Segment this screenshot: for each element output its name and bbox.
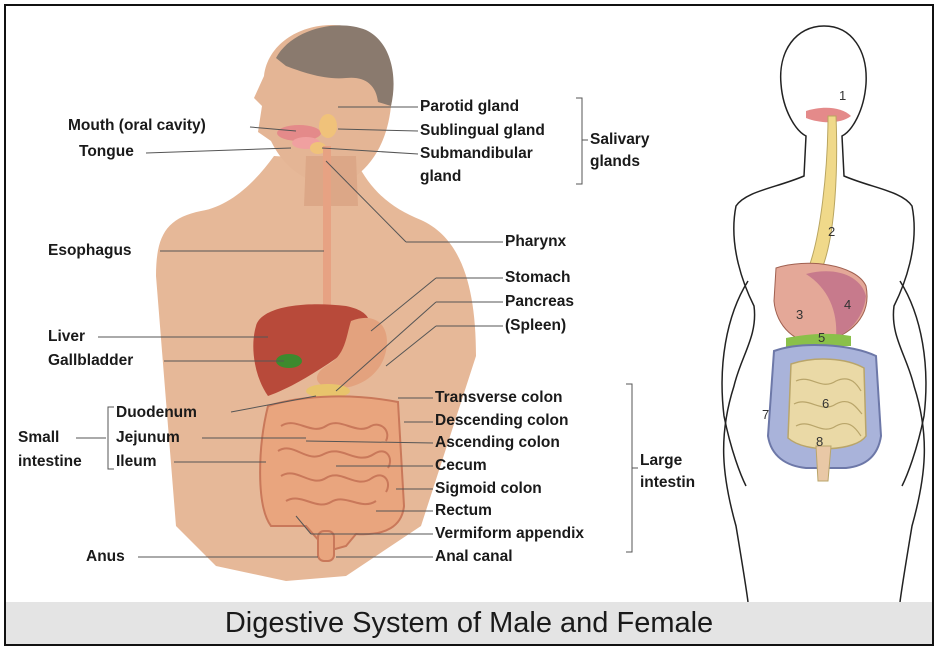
label-appendix: Vermiform appendix bbox=[435, 525, 584, 543]
label-sigmoid-colon: Sigmoid colon bbox=[435, 480, 542, 498]
label-anus: Anus bbox=[86, 548, 125, 566]
label-large-intestine-2: intestin bbox=[640, 474, 695, 492]
label-large-intestine-1: Large bbox=[640, 452, 682, 470]
label-stomach: Stomach bbox=[505, 269, 570, 287]
label-duodenum: Duodenum bbox=[116, 404, 197, 422]
female-number-8: 8 bbox=[816, 434, 823, 449]
female-number-2: 2 bbox=[828, 224, 835, 239]
label-anal-canal: Anal canal bbox=[435, 548, 513, 566]
female-number-3: 3 bbox=[796, 307, 803, 322]
male-esophagus bbox=[323, 146, 331, 316]
diagram-frame: 1 2 3 4 5 6 7 8 Mouth (oral cavity) Tong… bbox=[4, 4, 934, 646]
label-parotid: Parotid gland bbox=[420, 98, 519, 116]
female-number-5: 5 bbox=[818, 330, 825, 345]
label-small-intestine-2: intestine bbox=[18, 453, 82, 471]
caption-bar: Digestive System of Male and Female bbox=[6, 602, 932, 644]
label-gallbladder: Gallbladder bbox=[48, 352, 133, 370]
female-figure: 1 2 3 4 5 6 7 8 bbox=[722, 26, 926, 602]
label-ascending-colon: Ascending colon bbox=[435, 434, 560, 452]
label-pancreas: Pancreas bbox=[505, 293, 574, 311]
label-spleen: (Spleen) bbox=[505, 317, 566, 335]
label-descending-colon: Descending colon bbox=[435, 412, 569, 430]
label-tongue: Tongue bbox=[79, 143, 134, 161]
caption-text: Digestive System of Male and Female bbox=[6, 602, 932, 644]
label-ileum: Ileum bbox=[116, 453, 156, 471]
label-mouth: Mouth (oral cavity) bbox=[68, 117, 206, 135]
label-cecum: Cecum bbox=[435, 457, 487, 475]
female-number-1: 1 bbox=[839, 88, 846, 103]
female-number-7: 7 bbox=[762, 407, 769, 422]
label-transverse-colon: Transverse colon bbox=[435, 389, 563, 407]
label-esophagus: Esophagus bbox=[48, 242, 132, 260]
female-number-6: 6 bbox=[822, 396, 829, 411]
label-pharynx: Pharynx bbox=[505, 233, 566, 251]
label-submandibular-1: Submandibular bbox=[420, 145, 533, 163]
female-esophagus bbox=[806, 116, 837, 274]
label-salivary-2: glands bbox=[590, 153, 640, 171]
label-jejunum: Jejunum bbox=[116, 429, 180, 447]
label-salivary-1: Salivary bbox=[590, 131, 649, 149]
label-rectum: Rectum bbox=[435, 502, 492, 520]
female-number-4: 4 bbox=[844, 297, 851, 312]
label-sublingual: Sublingual gland bbox=[420, 122, 545, 140]
label-liver: Liver bbox=[48, 328, 85, 346]
label-small-intestine-1: Small bbox=[18, 429, 59, 447]
label-submandibular-2: gland bbox=[420, 168, 461, 186]
